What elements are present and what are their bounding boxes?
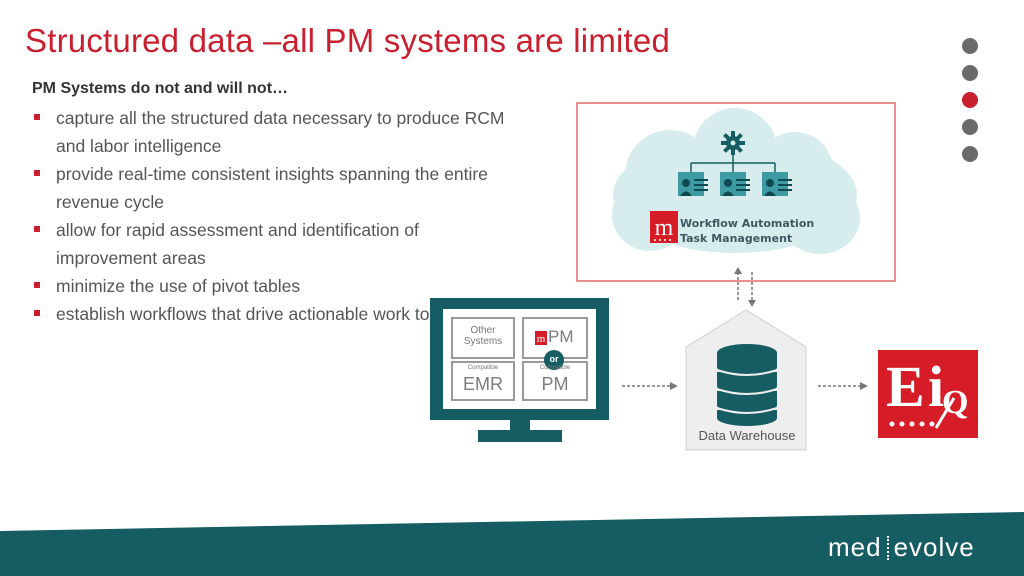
nav-dot-3-active[interactable] <box>962 92 978 108</box>
bullet-list: capture all the structured data necessar… <box>32 104 512 328</box>
arrow-right-icon <box>670 382 678 390</box>
workflow-line-1: Workflow Automation <box>680 217 815 230</box>
eiq-logo-letter: i <box>928 354 945 419</box>
arrow-up-icon <box>734 267 742 274</box>
bullet-item: establish workflows that drive actionabl… <box>32 300 512 328</box>
svg-text:m: m <box>655 215 674 241</box>
workflow-label: Workflow Automation Task Management <box>680 216 814 246</box>
pm-caption: Compatible <box>539 365 571 371</box>
sync-arrows <box>737 272 753 302</box>
bullet-item: allow for rapid assessment and identific… <box>32 216 512 272</box>
eiq-logo: E i Q <box>878 350 978 438</box>
eiq-logo-letter: E <box>886 354 925 419</box>
nav-dot-1[interactable] <box>962 38 978 54</box>
pm-label: PM <box>548 327 574 346</box>
slide-navigation <box>962 38 978 173</box>
or-label: or <box>549 354 559 364</box>
emr-label: EMR <box>463 374 503 394</box>
data-warehouse-icon <box>685 309 807 451</box>
pm-label-2: PM <box>541 374 569 394</box>
other-systems-label: Other Systems <box>452 325 514 347</box>
workflow-frame <box>576 102 896 282</box>
user-tile-icon <box>762 172 792 196</box>
eiq-logo-dots <box>889 397 956 429</box>
medevolve-m-logo: m <box>650 211 678 243</box>
nav-dot-4[interactable] <box>962 119 978 135</box>
emr-caption: Compatible <box>467 365 499 371</box>
user-tile-icon <box>720 172 750 196</box>
brand-left: med <box>828 532 882 562</box>
arrow-right-icon <box>860 382 868 390</box>
bullet-item: minimize the use of pivot tables <box>32 272 512 300</box>
brand-right: evolve <box>893 532 975 562</box>
footer-band <box>0 512 1024 576</box>
medevolve-brand: med evolve <box>828 532 975 563</box>
user-tile-icon <box>678 172 708 196</box>
bullet-item: provide real-time consistent insights sp… <box>32 160 512 216</box>
monitor-icon: m <box>430 298 609 442</box>
workflow-line-2: Task Management <box>680 232 793 245</box>
arrow-down-icon <box>748 300 756 307</box>
nav-dot-5[interactable] <box>962 146 978 162</box>
bullet-item: capture all the structured data necessar… <box>32 104 512 160</box>
svg-text:m: m <box>537 333 546 345</box>
slide-subtitle: PM Systems do not and will not… <box>32 80 289 97</box>
nav-dot-2[interactable] <box>962 65 978 81</box>
data-warehouse-label: Data Warehouse <box>698 428 796 443</box>
other-systems-line-1: Other <box>470 325 496 336</box>
org-chart-lines <box>690 154 776 172</box>
eiq-logo-letter: Q <box>942 384 969 421</box>
brand-separator <box>886 536 889 560</box>
other-systems-line-2: Systems <box>463 336 503 347</box>
slide-title: Structured data –all PM systems are limi… <box>25 22 671 59</box>
gear-icon <box>721 131 745 155</box>
